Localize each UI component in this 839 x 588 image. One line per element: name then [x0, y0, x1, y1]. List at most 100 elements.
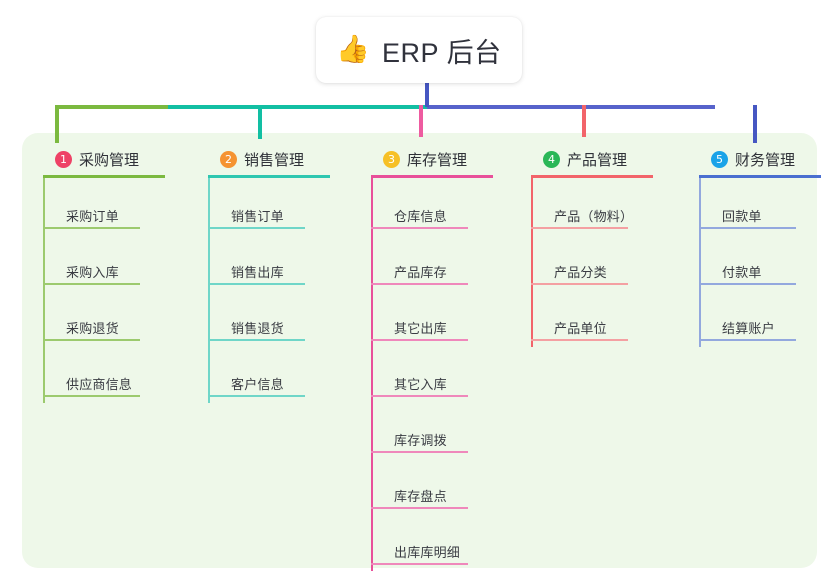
- module-item-label: 销售退货: [231, 321, 284, 336]
- module-item[interactable]: 库存盘点: [371, 458, 521, 514]
- column-title: 销售管理: [244, 151, 305, 169]
- module-item-underline: [371, 507, 468, 509]
- module-item-label: 产品（物料）: [554, 209, 634, 224]
- bus-segment-blue: [427, 105, 715, 109]
- drop-column-3: [419, 105, 423, 137]
- drop-column-2: [258, 105, 262, 139]
- module-item-underline: [699, 283, 796, 285]
- column-items: 采购订单采购入库采购退货供应商信息: [43, 175, 193, 402]
- module-item-label: 销售出库: [231, 265, 284, 280]
- module-item-underline: [43, 283, 140, 285]
- trunk-connector: [425, 78, 429, 107]
- column-header-underline: [371, 175, 493, 178]
- column-items: 销售订单销售出库销售退货客户信息: [208, 175, 358, 402]
- module-item[interactable]: 库存调拨: [371, 402, 521, 458]
- module-item-label: 库存调拨: [394, 433, 447, 448]
- module-item[interactable]: 回款单: [699, 178, 839, 234]
- module-item-label: 采购入库: [66, 265, 119, 280]
- module-item-underline: [371, 395, 468, 397]
- bus-segment-teal: [168, 105, 427, 109]
- module-item-label: 仓库信息: [394, 209, 447, 224]
- column-header-underline: [43, 175, 165, 178]
- drop-column-5: [753, 105, 757, 143]
- module-item-label: 产品单位: [554, 321, 607, 336]
- module-item[interactable]: 出库库明细: [371, 514, 521, 570]
- module-item[interactable]: 其它出库: [371, 290, 521, 346]
- module-item-underline: [699, 339, 796, 341]
- module-item[interactable]: 销售订单: [208, 178, 358, 234]
- module-item-label: 其它出库: [394, 321, 447, 336]
- module-item-label: 采购退货: [66, 321, 119, 336]
- module-item-underline: [208, 395, 305, 397]
- module-item[interactable]: 采购订单: [43, 178, 193, 234]
- root-title-card[interactable]: 👍 ERP 后台: [316, 17, 522, 83]
- module-item[interactable]: 仓库信息: [371, 178, 521, 234]
- module-item-label: 产品分类: [554, 265, 607, 280]
- column-stem: [699, 178, 701, 347]
- module-item[interactable]: 产品单位: [531, 290, 681, 346]
- column-number-badge: 1: [55, 150, 72, 168]
- column-number-badge: 3: [383, 150, 400, 168]
- module-item[interactable]: 结算账户: [699, 290, 839, 346]
- module-item-label: 产品库存: [394, 265, 447, 280]
- module-item-underline: [43, 227, 140, 229]
- column-header-underline: [699, 175, 821, 178]
- column-stem: [371, 178, 373, 571]
- module-item-underline: [208, 339, 305, 341]
- module-item[interactable]: 采购入库: [43, 234, 193, 290]
- module-item[interactable]: 付款单: [699, 234, 839, 290]
- module-item[interactable]: 其它入库: [371, 346, 521, 402]
- module-item-label: 出库库明细: [394, 545, 461, 560]
- column-stem: [208, 178, 210, 403]
- module-item-underline: [699, 227, 796, 229]
- module-item-label: 客户信息: [231, 377, 284, 392]
- column-header-underline: [208, 175, 330, 178]
- module-item-label: 库存盘点: [394, 489, 447, 504]
- module-item[interactable]: 销售出库: [208, 234, 358, 290]
- column-stem: [531, 178, 533, 347]
- module-item-underline: [371, 451, 468, 453]
- module-item-label: 采购订单: [66, 209, 119, 224]
- module-item-underline: [371, 563, 468, 565]
- modules-panel: [22, 133, 817, 568]
- column-title: 财务管理: [735, 151, 796, 169]
- module-item-underline: [371, 339, 468, 341]
- module-item-underline: [208, 283, 305, 285]
- column-header-purchase[interactable]: 1 采购管理: [43, 143, 193, 178]
- module-item[interactable]: 产品库存: [371, 234, 521, 290]
- module-item-label: 其它入库: [394, 377, 447, 392]
- column-title: 采购管理: [79, 151, 140, 169]
- column-items: 仓库信息产品库存其它出库其它入库库存调拨库存盘点出库库明细: [371, 175, 521, 570]
- bus-segment-green: [55, 105, 168, 109]
- thumbs-up-icon: 👍: [336, 33, 371, 64]
- module-item[interactable]: 销售退货: [208, 290, 358, 346]
- module-item-underline: [371, 283, 468, 285]
- drop-column-4: [582, 105, 586, 137]
- column-title: 产品管理: [567, 151, 628, 169]
- module-item-underline: [208, 227, 305, 229]
- module-item-label: 付款单: [722, 265, 762, 280]
- module-item[interactable]: 采购退货: [43, 290, 193, 346]
- module-item-underline: [43, 339, 140, 341]
- module-item[interactable]: 供应商信息: [43, 346, 193, 402]
- module-item-label: 供应商信息: [66, 377, 133, 392]
- column-items: 回款单付款单结算账户: [699, 175, 839, 346]
- module-item-label: 回款单: [722, 209, 762, 224]
- module-item[interactable]: 产品分类: [531, 234, 681, 290]
- module-column-purchase: 1 采购管理采购订单采购入库采购退货供应商信息: [43, 143, 193, 403]
- module-item[interactable]: 客户信息: [208, 346, 358, 402]
- module-item[interactable]: 产品（物料）: [531, 178, 681, 234]
- module-item-underline: [371, 227, 468, 229]
- module-item-underline: [43, 395, 140, 397]
- module-item-underline: [531, 283, 628, 285]
- drop-column-1: [55, 105, 59, 143]
- column-stem: [43, 178, 45, 403]
- module-item-underline: [531, 227, 628, 229]
